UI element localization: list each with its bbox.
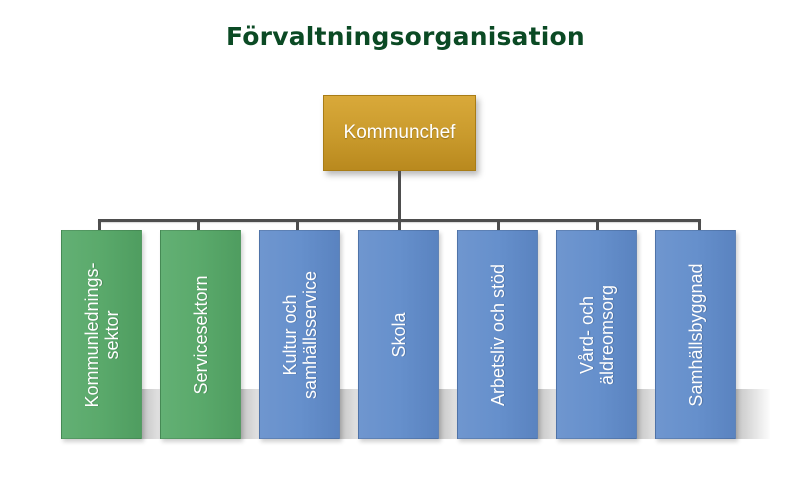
connector-drop bbox=[296, 219, 299, 231]
connector-drop bbox=[596, 219, 599, 231]
root-node-kommunchef: Kommunchef bbox=[323, 95, 476, 171]
diagram-title: Förvaltningsorganisation bbox=[226, 22, 585, 51]
unit-box-arbetsliv-och-stod: Arbetsliv och stöd bbox=[457, 230, 538, 439]
unit-label: Servicesektorn bbox=[190, 274, 211, 395]
connector-drop bbox=[98, 219, 101, 231]
connector-drop bbox=[497, 219, 500, 231]
root-node-label: Kommunchef bbox=[343, 122, 456, 143]
connector-drop bbox=[698, 219, 701, 231]
unit-label: Kultur och samhällsservice bbox=[279, 270, 320, 399]
connector-vertical bbox=[398, 171, 401, 221]
unit-label: Vård- och äldreomsorg bbox=[576, 284, 617, 385]
unit-label: Skola bbox=[388, 311, 409, 358]
unit-label: Kommunlednings- sektor bbox=[81, 261, 122, 408]
unit-box-kommunledningssektor: Kommunlednings- sektor bbox=[61, 230, 142, 439]
unit-label: Samhällsbyggnad bbox=[685, 262, 706, 407]
unit-label: Arbetsliv och stöd bbox=[487, 263, 508, 406]
unit-box-servicesektorn: Servicesektorn bbox=[160, 230, 241, 439]
unit-box-skola: Skola bbox=[358, 230, 439, 439]
unit-box-kultur-och-samhallsservice: Kultur och samhällsservice bbox=[259, 230, 340, 439]
unit-box-samhallsbyggnad: Samhällsbyggnad bbox=[655, 230, 736, 439]
box-shadow bbox=[736, 389, 770, 439]
connector-drop bbox=[398, 219, 401, 231]
connector-drop bbox=[197, 219, 200, 231]
unit-box-vard-och-aldreomsorg: Vård- och äldreomsorg bbox=[556, 230, 637, 439]
